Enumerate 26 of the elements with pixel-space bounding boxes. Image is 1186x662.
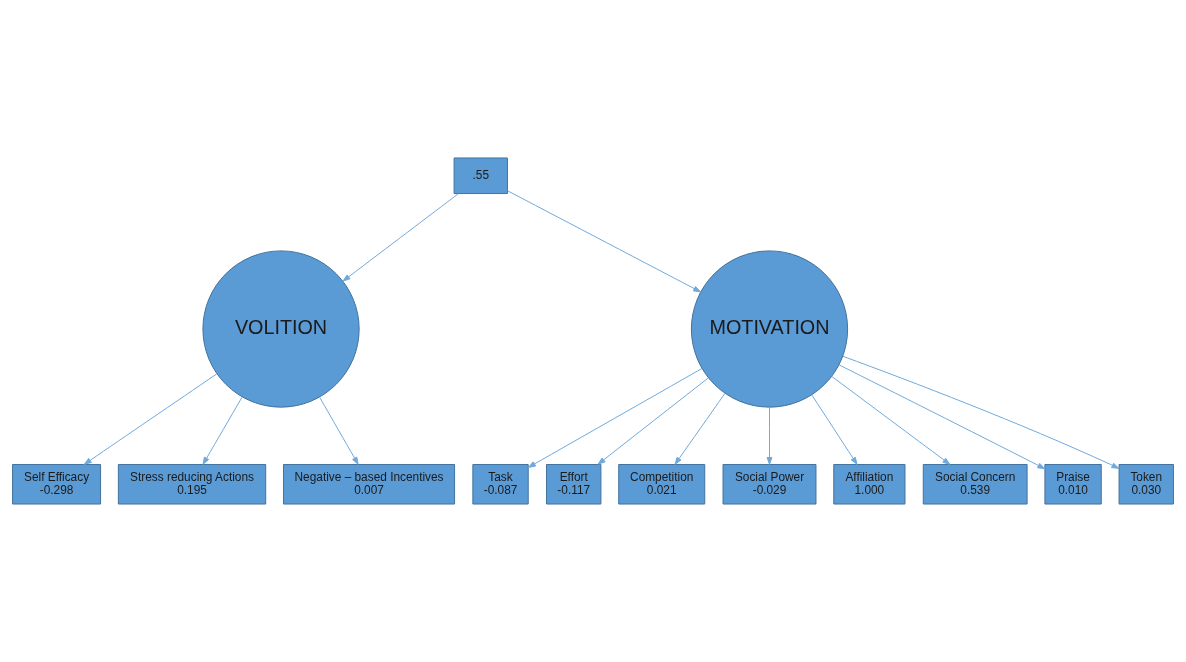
arrow <box>319 396 359 465</box>
node-box: Affiliation 1.000 <box>833 464 906 505</box>
node-box: Token 0.030 <box>1118 464 1174 505</box>
arrow <box>527 368 703 468</box>
node-box: Social Power -0.029 <box>722 464 817 505</box>
arrow <box>811 394 858 465</box>
node-circle: VOLITION <box>202 250 360 408</box>
node-box: .55 <box>453 157 508 195</box>
node-box: Task -0.087 <box>472 464 529 505</box>
node-box: Praise 0.010 <box>1044 464 1102 505</box>
arrow <box>842 355 1120 469</box>
node-box: Competition 0.021 <box>618 464 706 505</box>
arrow <box>202 396 243 465</box>
arrow <box>838 364 1046 470</box>
arrow <box>342 193 459 282</box>
node-box: Self Efficacy -0.298 <box>12 464 102 505</box>
node-box: Effort -0.117 <box>546 464 602 505</box>
arrow <box>766 407 773 465</box>
arrow <box>674 393 726 465</box>
node-box: Stress reducing Actions 0.195 <box>117 464 267 505</box>
arrow <box>597 377 709 465</box>
arrow <box>83 373 218 465</box>
arrow <box>507 190 702 293</box>
arrow <box>831 375 951 465</box>
node-box: Social Concern 0.539 <box>922 464 1028 505</box>
node-box: Negative – based Incentives 0.007 <box>283 464 456 505</box>
